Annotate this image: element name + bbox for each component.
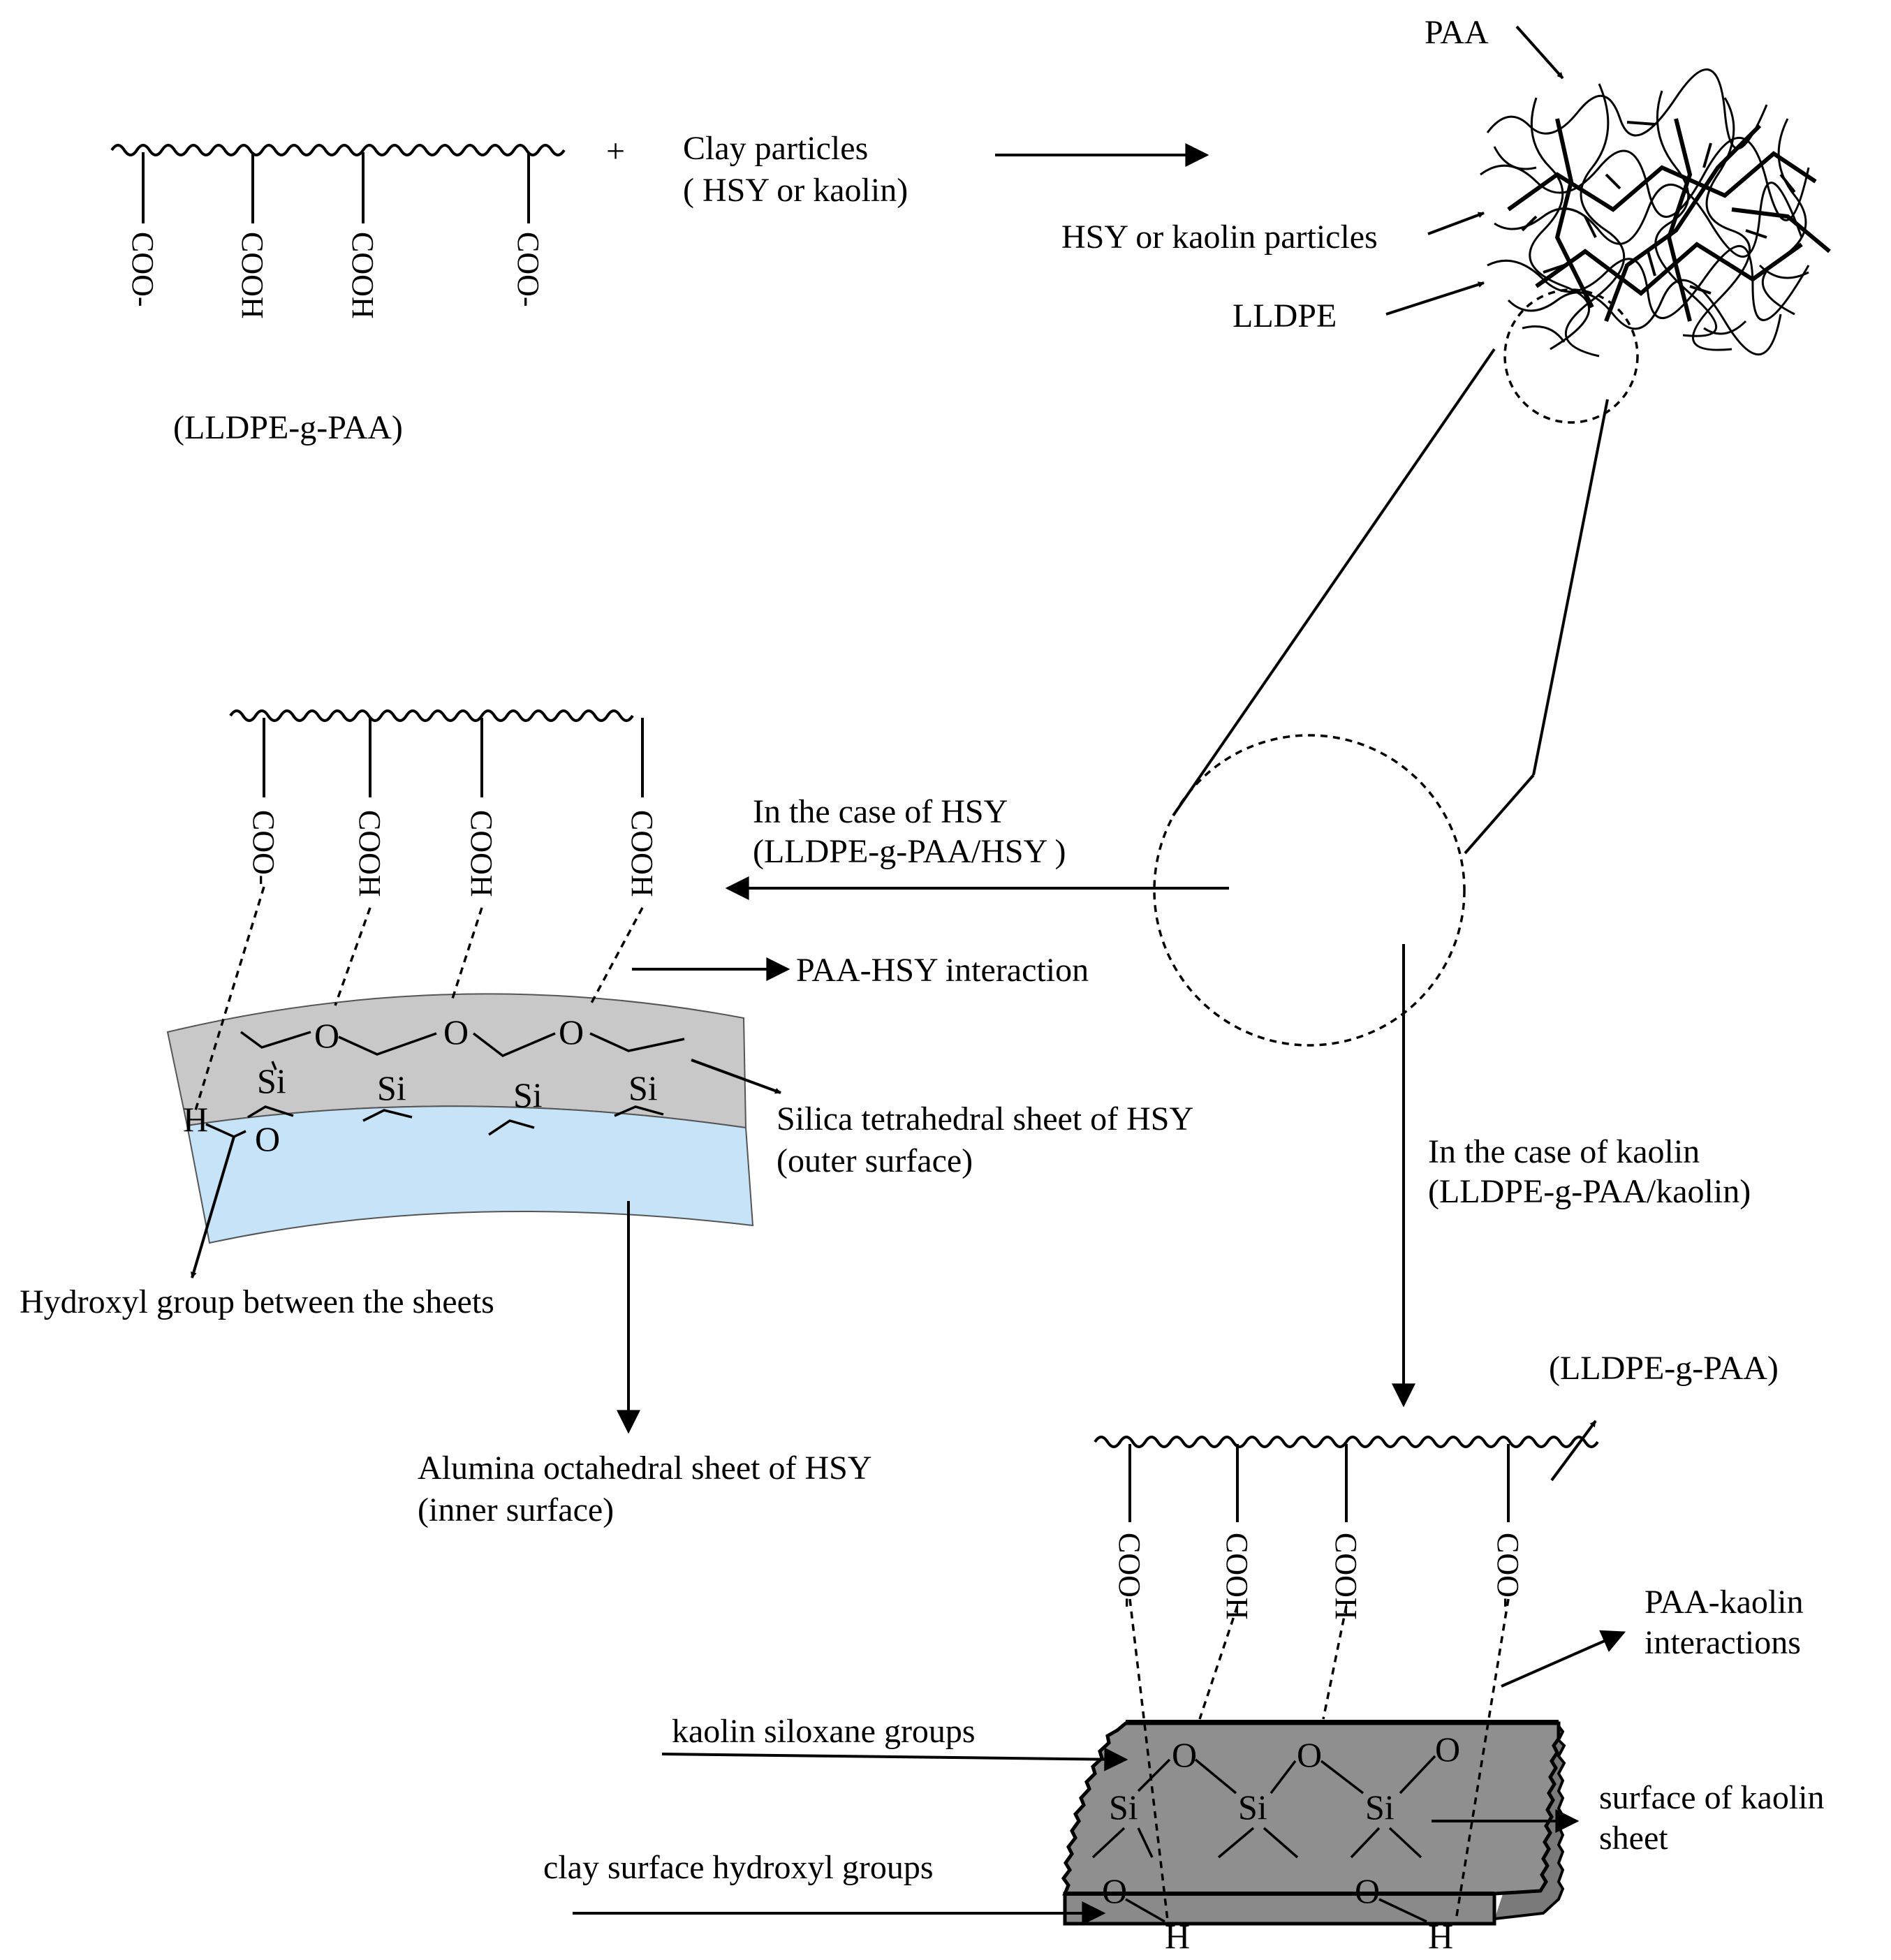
hydroxyls-label: clay surface hydroxyl groups — [543, 1849, 934, 1886]
hsy-polymer-chain: COO- COOH COOH COOH — [194, 709, 659, 1111]
hsy-o-2: O — [443, 1012, 469, 1052]
hsy-atoms: O O O Si Si Si Si H O — [183, 1012, 685, 1158]
composite-network — [1480, 68, 1831, 358]
clay-label-line2: ( HSY or kaolin) — [683, 172, 908, 209]
hsy-chain-backbone — [229, 709, 634, 722]
kaolin-case-line1: In the case of kaolin — [1428, 1133, 1700, 1170]
hsy-group-1: COO- — [247, 810, 281, 885]
alumina-label-line1: Alumina octahedral sheet of HSY — [418, 1450, 871, 1487]
clay-label-line1: Clay particles — [683, 130, 868, 167]
kaolin-h-2: H — [1428, 1917, 1453, 1956]
kaolin-group-2: COOH — [1220, 1533, 1254, 1620]
kaolin-chain-backbone — [1094, 1436, 1599, 1448]
hsy-o-4: O — [255, 1119, 280, 1158]
hsy-si-3: Si — [513, 1075, 543, 1114]
hsy-case-line2: (LLDPE-g-PAA/HSY ) — [753, 833, 1066, 870]
paa-kaolin-line1: PAA-kaolin — [1644, 1584, 1804, 1621]
top-polymer-chain: COO- COOH COOH COO- — [110, 144, 566, 319]
kaolin-chain-caption: (LLDPE-g-PAA) — [1549, 1350, 1779, 1387]
kaolin-case-line2: (LLDPE-g-PAA/kaolin) — [1428, 1173, 1751, 1210]
hsy-clay-layers — [166, 993, 754, 1244]
silica-label-line1: Silica tetrahedral sheet of HSY — [777, 1100, 1193, 1137]
surface-label-line2: sheet — [1599, 1820, 1668, 1857]
hsy-si-4: Si — [628, 1068, 658, 1107]
top-group-1: COO- — [126, 232, 160, 307]
kaolin-dashes — [1128, 1598, 1510, 1921]
hsy-case-line1: In the case of HSY — [753, 793, 1008, 830]
top-group-4: COO- — [511, 232, 545, 307]
kaolin-polymer-chain: COO- COOH COOH COO- — [1094, 1436, 1599, 1620]
kaolin-interaction-arrow — [1501, 1630, 1626, 1688]
zoom-line-right — [1532, 399, 1609, 776]
kaolin-o-2: O — [1297, 1735, 1322, 1774]
hsy-o-3: O — [559, 1012, 584, 1052]
kaolin-o-5: O — [1355, 1871, 1380, 1910]
paa-hsy-interaction-label: PAA-HSY interaction — [796, 952, 1089, 989]
kaolin-sheet — [1061, 1720, 1566, 1926]
kaolin-atoms: O O O Si Si Si O O H H — [1091, 1730, 1460, 1956]
hsy-h: H — [183, 1100, 208, 1139]
particles-label: HSY or kaolin particles — [1061, 219, 1378, 256]
kaolin-o-3: O — [1435, 1730, 1460, 1769]
kaolin-group-4: COO- — [1491, 1533, 1525, 1608]
zoom-line-left — [1172, 348, 1496, 817]
top-chain-caption: (LLDPE-g-PAA) — [173, 409, 403, 446]
hsy-o-1: O — [314, 1016, 339, 1055]
alumina-label-line2: (inner surface) — [418, 1491, 614, 1528]
silica-label-line2: (outer surface) — [777, 1142, 973, 1179]
hsy-group-2: COOH — [353, 810, 387, 897]
kaolin-si-2: Si — [1238, 1788, 1267, 1827]
kaolin-o-4: O — [1102, 1871, 1127, 1910]
paa-label: PAA — [1425, 14, 1489, 51]
hsy-group-4: COOH — [625, 810, 659, 897]
kaolin-si-3: Si — [1365, 1788, 1395, 1827]
siloxane-label: kaolin siloxane groups — [672, 1713, 976, 1750]
top-group-2: COOH — [235, 232, 270, 319]
surface-label-line1: surface of kaolin — [1599, 1779, 1825, 1816]
plus-sign: + — [606, 133, 625, 170]
hsy-si-2: Si — [377, 1068, 406, 1107]
hsy-group-3: COOH — [464, 810, 499, 897]
hydroxyl-label: Hydroxyl group between the sheets — [20, 1283, 494, 1320]
siloxane-arrow — [661, 1747, 1128, 1771]
kaolin-h-1: H — [1165, 1917, 1190, 1956]
top-chain-backbone — [110, 144, 566, 156]
silica-arrow — [691, 1059, 781, 1094]
kaolin-si-1: Si — [1109, 1788, 1138, 1827]
kaolin-o-1: O — [1172, 1735, 1197, 1774]
paa-kaolin-line2: interactions — [1644, 1624, 1801, 1661]
zoom-detail-circle — [1153, 734, 1466, 1047]
zoom-source-circle — [1503, 288, 1639, 424]
kaolin-group-3: COOH — [1329, 1533, 1363, 1620]
hsy-si-1: Si — [257, 1061, 286, 1100]
hydroxyl-arrow — [190, 1136, 235, 1279]
lldpe-label: LLDPE — [1233, 297, 1337, 334]
top-group-3: COOH — [346, 232, 380, 319]
kaolin-group-1: COO- — [1112, 1533, 1147, 1608]
alumina-sheet — [186, 1105, 754, 1244]
